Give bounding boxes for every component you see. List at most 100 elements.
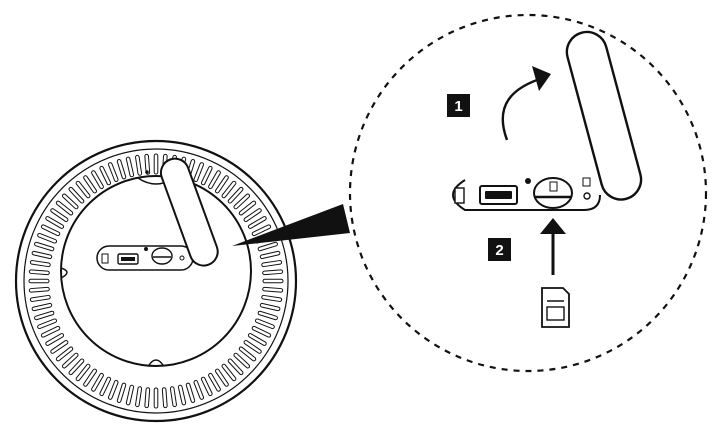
vent-slot xyxy=(221,180,237,199)
vent-slot xyxy=(75,180,91,199)
curved-arrow-head xyxy=(532,66,551,91)
vent-slot xyxy=(233,352,251,369)
vent-slot xyxy=(262,269,284,276)
vent-slot xyxy=(40,325,61,338)
hinged-port-cover-small xyxy=(159,157,219,267)
vent-slot xyxy=(34,241,55,252)
vent-slot xyxy=(153,387,159,409)
sim-slot-icon-small xyxy=(151,247,173,265)
vent-slots xyxy=(28,153,284,409)
vent-slot xyxy=(83,175,98,194)
vent-slot xyxy=(261,260,283,268)
vent-slot xyxy=(161,387,168,409)
up-arrow-head xyxy=(540,218,566,234)
vent-slot xyxy=(37,232,58,244)
reset-button-icon xyxy=(582,177,591,200)
vent-slot xyxy=(125,156,135,178)
vent-slot xyxy=(107,379,119,400)
vent-slot xyxy=(177,384,187,406)
step-2-number: 2 xyxy=(495,242,503,259)
vent-slot xyxy=(45,216,65,229)
vent-slot xyxy=(261,294,283,302)
vent-slot xyxy=(238,200,257,216)
callout-zoom: 1 2 xyxy=(348,13,708,373)
device-inner-panel xyxy=(60,175,252,367)
vent-slot xyxy=(169,386,177,408)
panel-bottom-notch xyxy=(148,359,164,366)
step-1-number: 1 xyxy=(454,98,462,115)
vent-slot xyxy=(99,165,112,186)
vent-slot xyxy=(254,318,275,330)
round-device xyxy=(14,139,298,423)
vent-slot xyxy=(50,208,69,223)
vent-slot xyxy=(259,250,281,260)
vent-slot xyxy=(75,363,91,382)
vent-slot xyxy=(34,310,55,321)
vent-slot xyxy=(243,339,262,354)
vent-slot xyxy=(91,170,104,190)
vent-slot xyxy=(116,159,127,180)
vent-slot xyxy=(50,339,69,354)
vent-slot xyxy=(144,387,151,409)
vent-slot xyxy=(28,269,50,276)
vent-slot xyxy=(31,302,53,312)
vent-slot xyxy=(214,175,229,194)
vent-slot xyxy=(37,318,58,330)
vent-slot xyxy=(135,386,143,408)
vent-slot xyxy=(31,250,53,260)
vent-slot xyxy=(208,372,221,392)
vent-slot xyxy=(45,333,65,346)
vent-slot xyxy=(99,376,112,397)
vent-slot xyxy=(61,352,79,369)
vent-slot xyxy=(227,358,244,376)
reset-button-icon-small xyxy=(179,255,185,261)
vent-slot xyxy=(107,162,119,183)
device-vent-ring-outer xyxy=(23,148,289,414)
vent-slot xyxy=(200,376,213,397)
vent-slot xyxy=(55,200,74,216)
vent-slot xyxy=(144,153,151,175)
vent-slot xyxy=(214,368,229,387)
zoom-wedge xyxy=(232,204,350,246)
vent-slot xyxy=(91,372,104,392)
vent-slot xyxy=(247,216,267,229)
vent-slot xyxy=(262,278,284,284)
usb-port-icon-small xyxy=(101,253,109,264)
vent-slot xyxy=(227,186,244,204)
hinged-port-cover xyxy=(565,30,643,201)
vent-slot xyxy=(28,286,50,293)
panel-dot xyxy=(145,170,149,174)
vent-slot xyxy=(61,193,79,210)
vent-slot xyxy=(40,224,61,237)
vent-slot xyxy=(257,310,278,321)
callout-dashed-circle xyxy=(348,13,708,373)
vent-slot xyxy=(185,382,196,403)
vent-slot xyxy=(68,186,85,204)
vent-slot xyxy=(257,241,278,252)
vent-slot xyxy=(262,286,284,293)
vent-slot xyxy=(238,346,257,362)
vent-slot xyxy=(251,325,272,338)
vent-slot xyxy=(125,384,135,406)
step-1-badge: 1 xyxy=(447,94,470,117)
vent-slot xyxy=(29,294,51,302)
vent-slot xyxy=(116,382,127,403)
vent-slot xyxy=(193,162,205,183)
vent-slot xyxy=(200,165,213,186)
vent-slot xyxy=(247,333,267,346)
vent-slot xyxy=(135,154,143,176)
vent-slot xyxy=(193,379,205,400)
panel-left-notch xyxy=(60,267,68,279)
sim-card-icon xyxy=(541,287,570,328)
vent-slot xyxy=(153,153,159,175)
vent-slot xyxy=(28,278,50,284)
vent-slot xyxy=(29,260,51,268)
vent-slot xyxy=(243,208,262,223)
usb-port-icon xyxy=(454,187,465,204)
vent-slot xyxy=(83,368,98,387)
vent-slot xyxy=(68,358,85,376)
vent-slot xyxy=(221,363,237,382)
vent-slot xyxy=(233,193,251,210)
sim-slot-icon xyxy=(533,177,573,209)
